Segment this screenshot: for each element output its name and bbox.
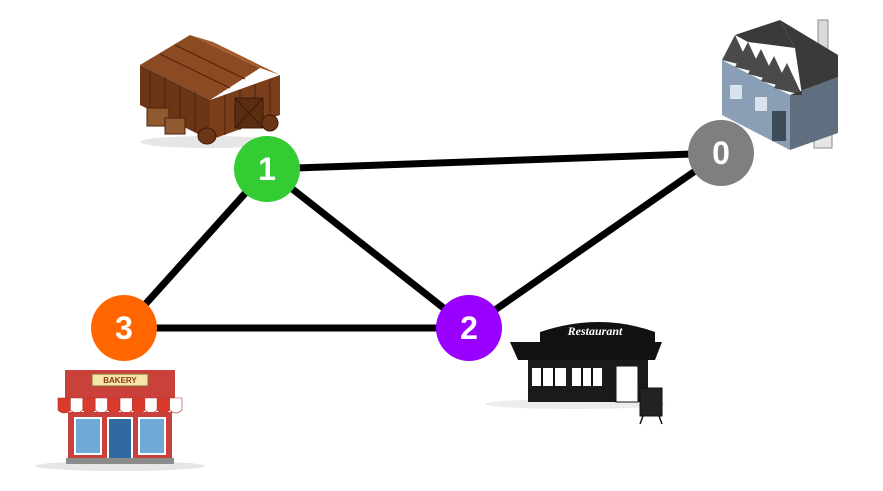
edges <box>121 149 723 332</box>
node-0: 0 <box>688 120 754 186</box>
node-label-3: 3 <box>115 310 133 346</box>
node-circle-2 <box>436 295 502 361</box>
awning-stripe <box>119 397 133 414</box>
node-label-1: 1 <box>258 151 276 187</box>
node-circle-1 <box>234 136 300 202</box>
node-label-0: 0 <box>712 135 730 171</box>
node-1: 1 <box>234 136 300 202</box>
edge-1-3 <box>121 166 270 331</box>
nodes: 0 1 2 3 <box>91 120 754 361</box>
awning-stripe <box>169 397 183 414</box>
awning-stripe <box>144 397 158 414</box>
bakery-sign: BAKERY <box>103 376 137 385</box>
node-3: 3 <box>91 295 157 361</box>
restaurant-sign: Restaurant <box>567 324 623 338</box>
awning-stripe <box>107 397 121 414</box>
awning-stripe <box>132 397 146 414</box>
edge-1-0 <box>266 149 722 173</box>
warehouse-icon <box>140 35 280 148</box>
edge-1-2 <box>264 166 472 331</box>
factory-icon <box>722 19 838 150</box>
awning-stripe <box>94 397 108 414</box>
node-label-2: 2 <box>460 310 478 346</box>
awning-stripe <box>156 397 170 414</box>
edge-2-0 <box>467 150 723 331</box>
node-circle-3 <box>91 295 157 361</box>
awning-stripe <box>57 397 71 414</box>
awning-stripe <box>70 397 84 414</box>
node-2: 2 <box>436 295 502 361</box>
node-circle-0 <box>688 120 754 186</box>
bakery-awning <box>57 397 183 414</box>
restaurant-icon: Restaurant <box>485 322 665 425</box>
bakery-icon: BAKERY <box>35 370 205 471</box>
awning-stripe <box>82 397 96 414</box>
